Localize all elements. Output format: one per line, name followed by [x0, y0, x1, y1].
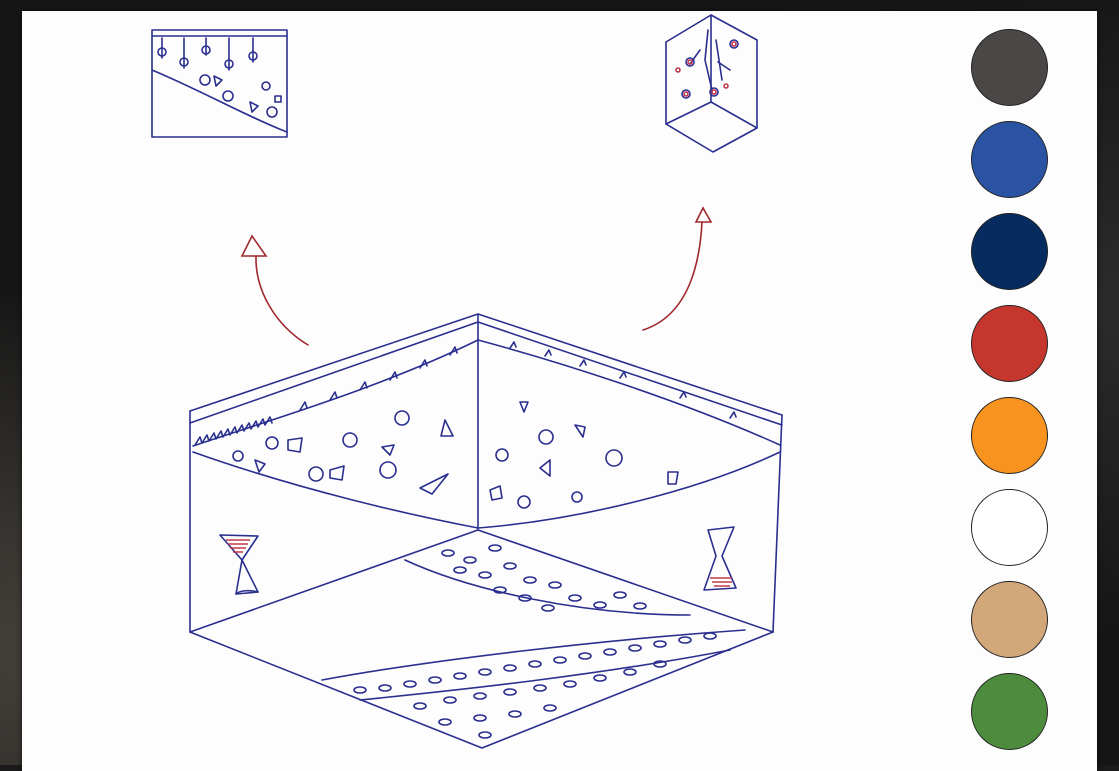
arrow-right-shaft	[643, 222, 702, 330]
color-swatch-white[interactable]	[971, 489, 1048, 566]
color-swatch-red[interactable]	[971, 305, 1048, 382]
color-swatch-blue[interactable]	[971, 121, 1048, 198]
color-swatch-navy[interactable]	[971, 213, 1048, 290]
hourglass-fill-marks	[226, 42, 736, 586]
inset-left	[152, 30, 287, 137]
arrow-left-head	[242, 236, 266, 256]
soil-block	[190, 314, 782, 748]
arrow-left-shaft	[256, 256, 308, 345]
color-swatch-green[interactable]	[971, 673, 1048, 750]
color-swatch-orange[interactable]	[971, 397, 1048, 474]
inset-right	[666, 15, 757, 152]
color-swatch-dark-gray[interactable]	[971, 29, 1048, 106]
grass-ticks-right	[510, 342, 736, 418]
color-swatch-tan[interactable]	[971, 581, 1048, 658]
arrow-right-head	[696, 208, 711, 222]
arrows	[242, 208, 711, 345]
hourglass-right	[704, 527, 736, 590]
stones-right-face	[490, 402, 678, 508]
